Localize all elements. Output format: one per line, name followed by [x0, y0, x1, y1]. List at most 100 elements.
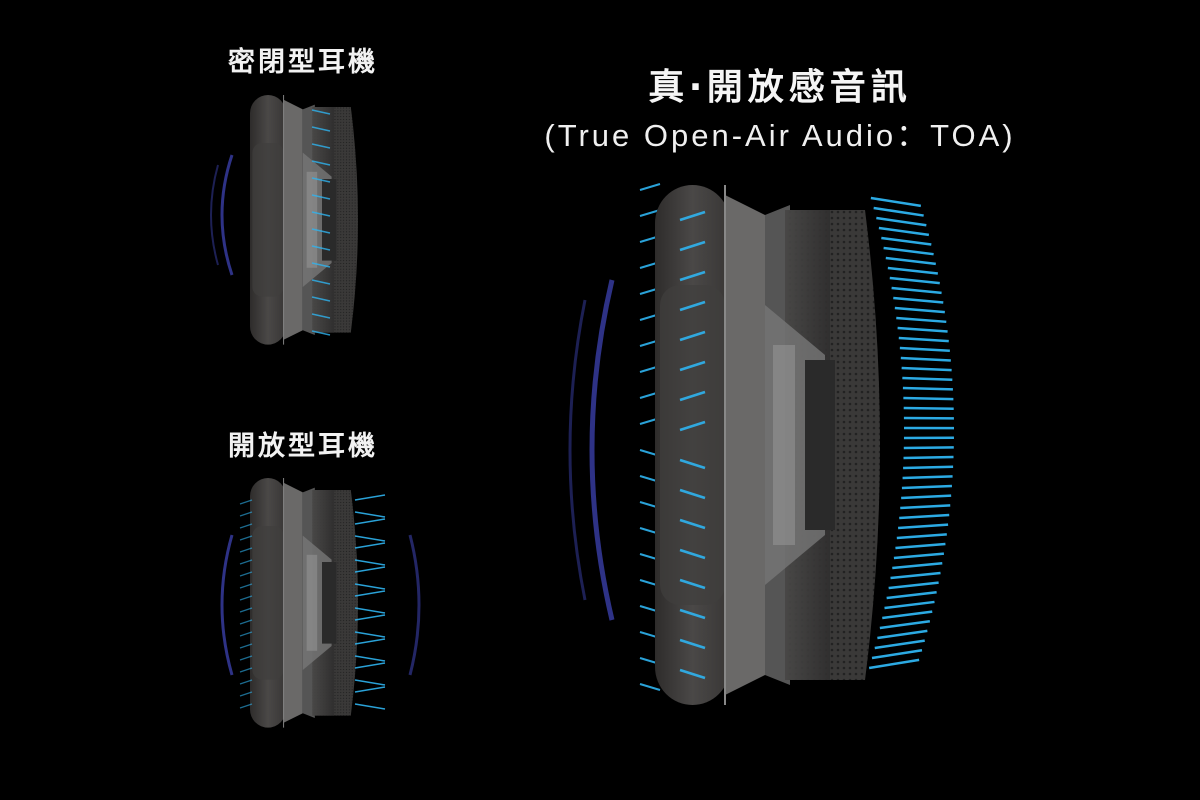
wave-line — [887, 266, 938, 275]
wave-line — [901, 484, 952, 490]
wave-line — [903, 396, 954, 401]
wave-line — [679, 300, 706, 312]
wave-line — [239, 571, 253, 577]
wave-line — [900, 356, 951, 362]
wave-line — [892, 562, 943, 570]
wave-line — [311, 228, 331, 234]
wave-line — [239, 667, 253, 673]
wave-line — [902, 376, 953, 382]
open-headphone — [249, 477, 359, 729]
wave-line — [903, 465, 954, 470]
wave-line — [885, 256, 936, 266]
wave-line — [679, 210, 706, 222]
wave-line — [639, 209, 661, 217]
wave-line — [679, 518, 706, 530]
wave-line — [239, 679, 253, 685]
wave-line — [901, 366, 952, 372]
wave-line — [311, 160, 331, 166]
wave-line — [311, 109, 331, 115]
wave-line — [873, 206, 924, 217]
wave-line — [354, 679, 386, 686]
wave-line — [896, 533, 947, 540]
wave-line — [679, 360, 706, 372]
wave-line — [902, 475, 953, 480]
wave-line — [893, 296, 944, 304]
wave-line — [311, 126, 331, 132]
wave-line — [891, 286, 942, 295]
wave-line — [899, 346, 950, 353]
wave-line — [679, 240, 706, 252]
wave-line — [874, 639, 925, 650]
wave-line — [354, 607, 386, 614]
wave-arc — [210, 164, 219, 266]
wave-line — [903, 406, 954, 410]
wave-line — [354, 590, 386, 597]
wave-line — [888, 581, 939, 590]
wave-line — [903, 446, 954, 450]
wave-arc — [408, 534, 421, 676]
wave-line — [883, 246, 934, 256]
wave-line — [679, 668, 706, 680]
wave-line — [239, 619, 253, 625]
closed-headphone-label: 密閉型耳機 — [228, 47, 378, 78]
wave-line — [239, 595, 253, 601]
wave-line — [239, 499, 253, 505]
wave-line — [354, 614, 386, 621]
wave-line — [354, 655, 386, 662]
wave-line — [868, 658, 920, 670]
wave-line — [884, 600, 935, 610]
wave-line — [239, 703, 253, 709]
wave-line — [354, 638, 386, 645]
wave-line — [899, 513, 950, 520]
wave-line — [877, 629, 928, 640]
toa-headphone — [654, 184, 881, 706]
wave-line — [900, 504, 951, 510]
wave-line — [354, 566, 386, 573]
wave-line — [879, 620, 931, 630]
wave-line — [239, 559, 253, 565]
wave-line — [311, 245, 331, 251]
wave-line — [354, 535, 386, 542]
wave-line — [679, 578, 706, 590]
wave-line — [354, 703, 386, 710]
wave-line — [239, 691, 253, 697]
wave-line — [311, 262, 331, 268]
wave-line — [895, 542, 946, 550]
wave-line — [889, 276, 940, 285]
wave-line — [679, 608, 706, 620]
wave-line — [901, 494, 952, 500]
wave-line — [898, 336, 949, 343]
wave-line — [871, 649, 923, 660]
wave-line — [354, 494, 386, 501]
wave-line — [898, 523, 949, 530]
wave-line — [311, 330, 331, 336]
wave-arc — [220, 534, 234, 676]
wave-line — [679, 488, 706, 500]
wave-arc — [220, 154, 234, 276]
wave-line — [354, 518, 386, 525]
wave-line — [881, 236, 932, 246]
wave-line — [239, 643, 253, 649]
wave-line — [876, 216, 927, 227]
closed-headphone — [249, 94, 359, 346]
wave-line — [354, 662, 386, 669]
wave-line — [870, 196, 922, 208]
wave-line — [239, 583, 253, 589]
wave-line — [886, 591, 937, 600]
wave-line — [239, 655, 253, 661]
wave-line — [311, 177, 331, 183]
wave-line — [896, 316, 947, 324]
wave-line — [239, 535, 253, 541]
wave-line — [239, 523, 253, 529]
wave-line — [679, 270, 706, 282]
wave-line — [882, 610, 933, 620]
wave-line — [311, 211, 331, 217]
wave-line — [903, 455, 954, 460]
toa-subtitle: (True Open-Air Audio：TOA) — [544, 118, 1016, 153]
wave-line — [239, 511, 253, 517]
wave-line — [679, 420, 706, 432]
wave-line — [890, 571, 941, 580]
wave-arc — [589, 279, 615, 621]
wave-line — [311, 279, 331, 285]
